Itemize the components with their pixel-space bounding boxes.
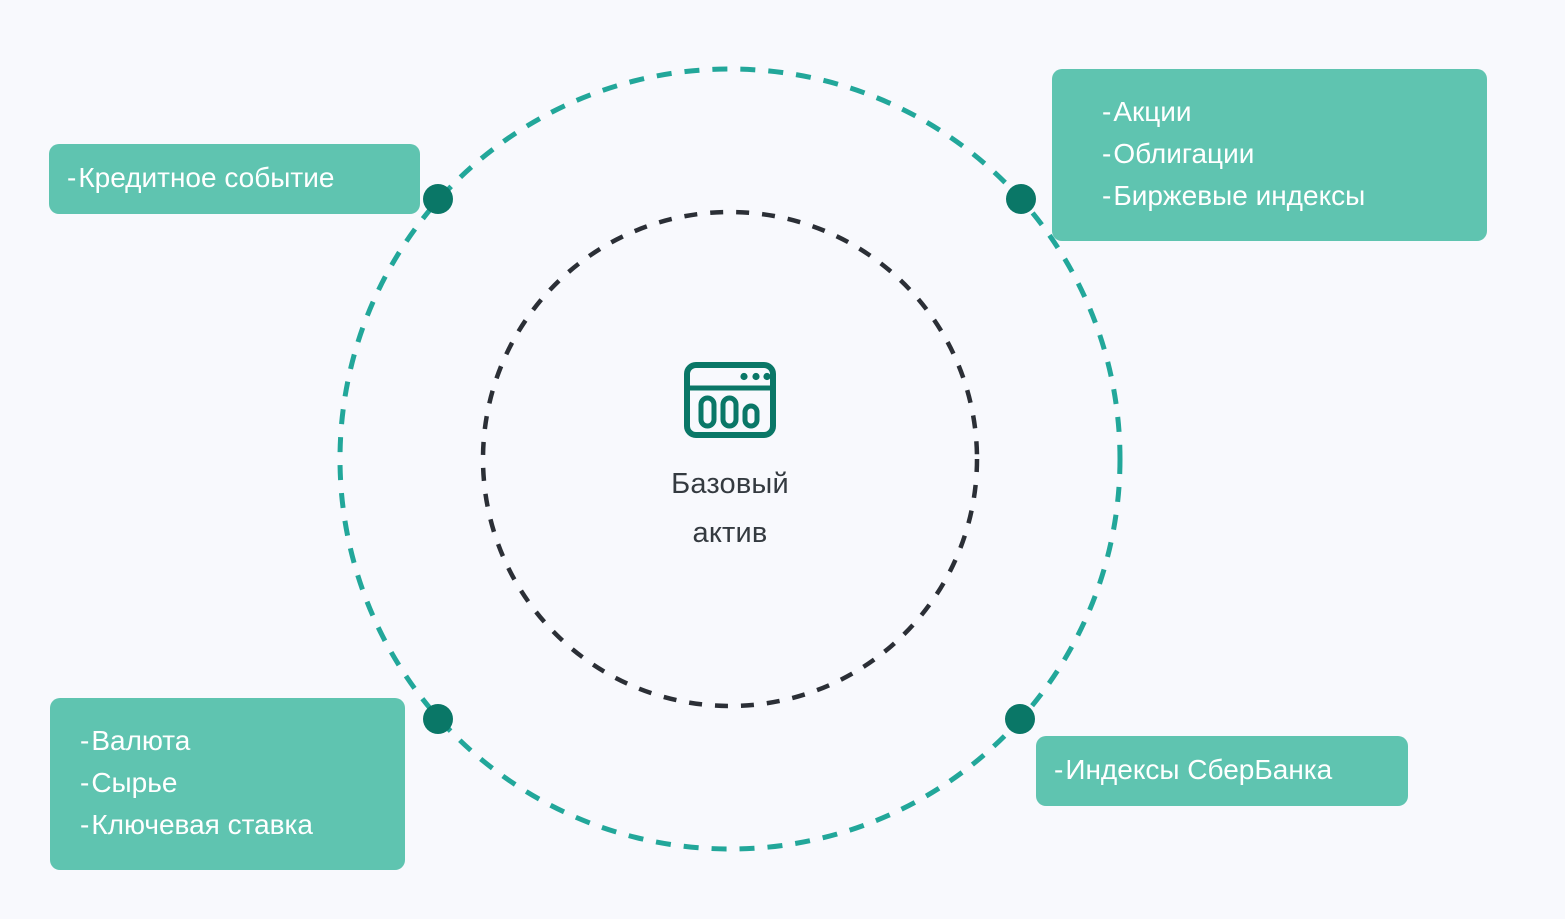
bullet-dash: -: [1102, 96, 1112, 127]
tag-currency-line-2: -Сырье: [80, 762, 381, 804]
bullet-dash: -: [67, 162, 77, 193]
tag-sber[interactable]: -Индексы СберБанка: [1036, 736, 1408, 806]
bullet-dash: -: [1102, 138, 1112, 169]
center-label: Базовый актив: [671, 468, 789, 549]
tag-currency-line-1: -Валюта: [80, 720, 381, 762]
bullet-dash: -: [80, 809, 90, 840]
tag-credit-text-1: Кредитное событие: [78, 162, 335, 193]
browser-bars-icon: [684, 362, 776, 438]
tag-sber-line-1: -Индексы СберБанка: [1054, 749, 1384, 791]
center-node: Базовый актив: [530, 360, 930, 557]
tag-equity-text-2: Облигации: [1113, 138, 1255, 169]
node-dot-equity: [1006, 184, 1036, 214]
tag-currency-line-3: -Ключевая ставка: [80, 804, 381, 846]
tag-currency-text-1: Валюта: [91, 725, 191, 756]
tag-equity-text-3: Биржевые индексы: [1113, 180, 1366, 211]
bullet-dash: -: [80, 767, 90, 798]
bullet-dash: -: [1102, 180, 1112, 211]
tag-credit[interactable]: -Кредитное событие: [49, 144, 420, 214]
tag-equity-line-2: -Облигации: [1102, 133, 1457, 175]
node-dot-credit: [423, 184, 453, 214]
tag-currency-text-2: Сырье: [91, 767, 178, 798]
bullet-dash: -: [80, 725, 90, 756]
node-dot-currency: [423, 704, 453, 734]
bullet-dash: -: [1054, 754, 1064, 785]
tag-equity[interactable]: -Акции -Облигации -Биржевые индексы: [1052, 69, 1487, 241]
node-dot-sber: [1005, 704, 1035, 734]
tag-sber-text-1: Индексы СберБанка: [1065, 754, 1333, 785]
tag-equity-line-3: -Биржевые индексы: [1102, 175, 1457, 217]
tag-equity-line-1: -Акции: [1102, 91, 1457, 133]
tag-credit-line-1: -Кредитное событие: [67, 157, 396, 199]
tag-equity-text-1: Акции: [1113, 96, 1192, 127]
tag-currency-text-3: Ключевая ставка: [91, 809, 313, 840]
tag-currency[interactable]: -Валюта -Сырье -Ключевая ставка: [50, 698, 405, 870]
